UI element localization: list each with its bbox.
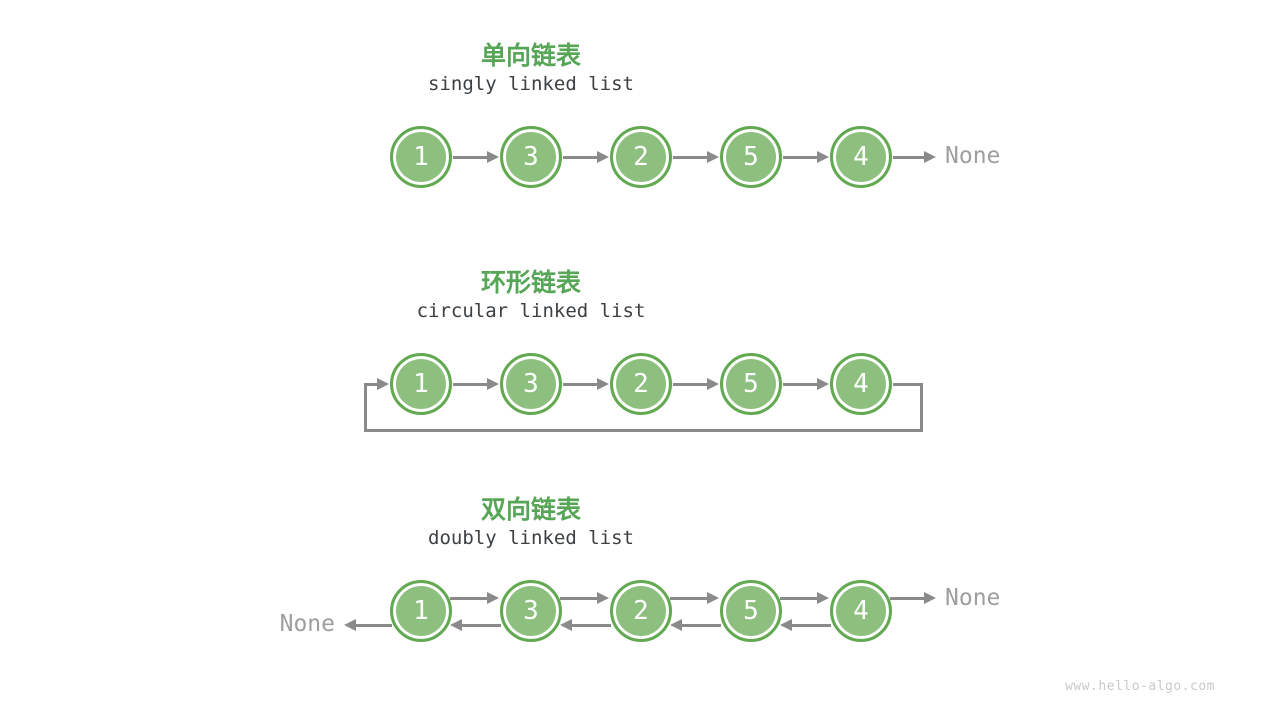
prev-arrow-head: [780, 619, 792, 631]
next-arrow-head: [487, 592, 499, 604]
list-node: 2: [610, 580, 672, 642]
list-node: 3: [500, 580, 562, 642]
loop-edge-bottom: [364, 429, 923, 432]
circular-title-zh: 环形链表: [480, 269, 581, 297]
head-arrow-head: [344, 619, 356, 631]
next-arrow-head: [597, 151, 609, 163]
watermark: www.hello-algo.com: [1065, 679, 1215, 694]
next-arrow: [560, 597, 598, 600]
head-arrow: [356, 624, 392, 627]
list-node: 1: [390, 353, 452, 415]
prev-arrow: [681, 624, 721, 627]
tail-arrow: [893, 156, 925, 159]
next-arrow: [673, 156, 707, 159]
next-arrow: [783, 383, 817, 386]
next-arrow: [783, 156, 817, 159]
loop-edge-right-vertical: [920, 383, 923, 432]
head-none-label: None: [279, 611, 335, 637]
tail-none-label: None: [945, 143, 1001, 169]
doubly-title-en: doubly linked list: [428, 527, 634, 549]
loop-edge-right-horizontal: [893, 383, 923, 386]
list-node: 4: [830, 580, 892, 642]
circular-title-en: circular linked list: [416, 300, 646, 322]
tail-none-label: None: [945, 585, 1001, 611]
next-arrow: [453, 383, 487, 386]
loop-edge-left-vertical: [364, 383, 367, 432]
singly-title-zh: 单向链表: [480, 42, 581, 70]
list-node: 2: [610, 353, 672, 415]
list-node: 3: [500, 126, 562, 188]
next-arrow-head: [707, 151, 719, 163]
prev-arrow: [461, 624, 501, 627]
next-arrow: [780, 597, 818, 600]
list-node: 1: [390, 126, 452, 188]
list-node: 4: [830, 126, 892, 188]
loop-entry-arrow-head: [377, 378, 389, 390]
prev-arrow-head: [670, 619, 682, 631]
doubly-title-zh: 双向链表: [480, 496, 581, 524]
next-arrow-head: [487, 378, 499, 390]
list-node: 1: [390, 580, 452, 642]
next-arrow: [673, 383, 707, 386]
next-arrow: [450, 597, 488, 600]
next-arrow-head: [817, 378, 829, 390]
list-node: 4: [830, 353, 892, 415]
prev-arrow: [571, 624, 611, 627]
next-arrow-head: [707, 592, 719, 604]
next-arrow-head: [707, 378, 719, 390]
list-node: 5: [720, 580, 782, 642]
list-node: 3: [500, 353, 562, 415]
next-arrow: [563, 383, 597, 386]
next-arrow: [453, 156, 487, 159]
next-arrow-head: [487, 151, 499, 163]
list-node: 5: [720, 126, 782, 188]
prev-arrow: [791, 624, 831, 627]
tail-arrow: [890, 597, 925, 600]
next-arrow-head: [597, 378, 609, 390]
prev-arrow-head: [450, 619, 462, 631]
next-arrow: [563, 156, 597, 159]
next-arrow: [670, 597, 708, 600]
next-arrow-head: [597, 592, 609, 604]
tail-arrow-head: [924, 592, 936, 604]
singly-title-en: singly linked list: [428, 73, 634, 95]
next-arrow-head: [817, 151, 829, 163]
prev-arrow-head: [560, 619, 572, 631]
list-node: 2: [610, 126, 672, 188]
next-arrow-head: [817, 592, 829, 604]
tail-arrow-head: [924, 151, 936, 163]
loop-entry-arrow: [365, 383, 380, 386]
list-node: 5: [720, 353, 782, 415]
